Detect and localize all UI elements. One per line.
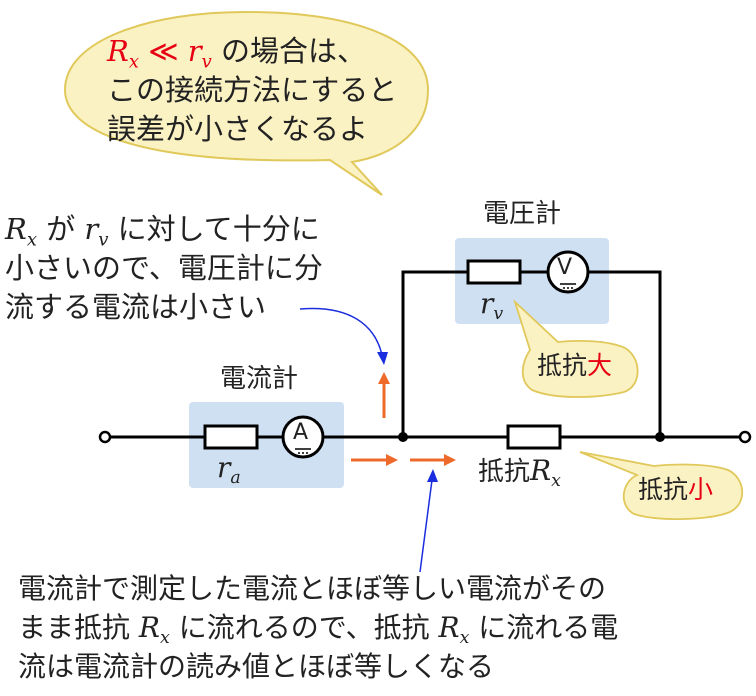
resistor-rx — [506, 424, 562, 450]
voltmeter-branch-wire — [401, 270, 662, 437]
current-arrows — [351, 372, 456, 466]
callout-large-text: 抵抗大 — [537, 351, 613, 380]
callout-small-text: 抵抗小 — [638, 475, 714, 504]
voltmeter-internal-resistor — [466, 259, 522, 285]
terminal-right — [738, 430, 752, 444]
resistor-rx-label: 抵抗Rx — [478, 454, 561, 492]
voltmeter-rv-label: rv — [480, 287, 504, 325]
voltmeter-symbol — [546, 250, 590, 294]
junction-left — [398, 432, 408, 442]
callout-large-bubble — [513, 299, 639, 398]
note-bottom-line-1: 電流計で測定した電流とほぼ等しい電流がその — [18, 572, 607, 605]
note-bottom-line-2: まま抵抗 Rx に流れるので、抵抗 Rx に流れる電 — [18, 611, 619, 649]
bubble-sym-rx: Rx — [107, 34, 139, 73]
callout-small-bubble — [579, 451, 744, 520]
bubble-line-3: 誤差が小さくなるよ — [107, 112, 369, 146]
speech-bubble — [63, 10, 430, 196]
bubble-sym-op: ≪ — [138, 34, 188, 68]
junction-right — [655, 432, 665, 442]
pointer-bottom — [419, 479, 433, 573]
note-sym-rx: Rx — [5, 212, 37, 251]
note-top-line-1: Rx が rv に対して十分に — [5, 212, 320, 251]
ammeter-letter: A — [293, 420, 309, 445]
note-bottom-line-3: 流は電流計の読み値とほぼ等しくなる — [18, 650, 495, 683]
bubble-sym-rv: rv — [187, 34, 212, 73]
note-top-line-3: 流する電流は小さい — [5, 290, 267, 324]
voltmeter-title: 電圧計 — [483, 199, 562, 229]
bubble-line-2: この接続方法にすると — [107, 73, 398, 107]
note-sym-rv: rv — [84, 212, 109, 251]
note-top-line-2: 小さいので、電圧計に分 — [5, 251, 323, 285]
bubble-line-1: Rx ≪ rv の場合は、 — [107, 34, 367, 73]
ammeter-ra-label: ra — [217, 451, 241, 489]
pointer-top — [299, 307, 383, 356]
terminal-left — [98, 430, 112, 444]
bubble-line-1-text: の場合は、 — [211, 34, 367, 68]
ammeter-title: 電流計 — [220, 364, 299, 394]
voltmeter-letter: V — [557, 255, 573, 280]
ammeter-symbol — [281, 415, 325, 459]
ammeter-internal-resistor — [203, 424, 259, 450]
